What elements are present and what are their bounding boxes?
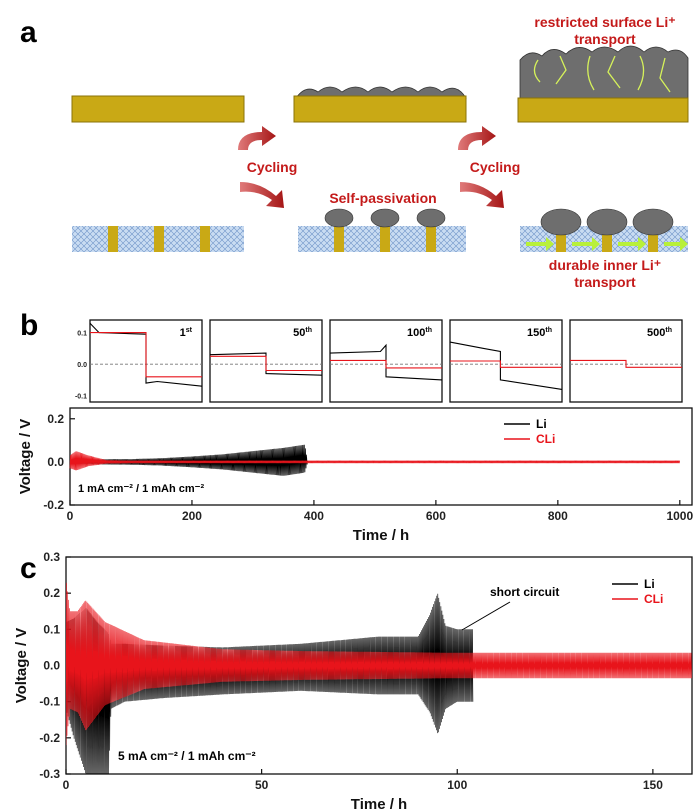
panel-b-xlabel: Time / h (353, 527, 409, 544)
plate-mossy (293, 86, 467, 123)
panel-c-ytick-label: 0.1 (43, 622, 60, 636)
panel-c-xtick-label: 150 (643, 778, 663, 792)
panel-c-xtick-label: 100 (447, 778, 467, 792)
inset-li-trace (449, 341, 563, 390)
panel-b-condition: 1 mA cm⁻² / 1 mAh cm⁻² (78, 483, 204, 495)
panel-b-series-cli (69, 451, 681, 471)
label-self-passivation: Self-passivation (329, 190, 436, 206)
panel-c-ylabel: Voltage / V (13, 628, 30, 704)
arrow-cycling-down-1 (240, 182, 284, 208)
inset-li-trace (329, 343, 443, 381)
plate-thick-deposit (517, 45, 689, 123)
panel-c-plot-area (66, 582, 692, 774)
inset-cli-trace (450, 360, 562, 368)
panel-b-ytick-label: 0.0 (47, 455, 64, 469)
panel-b-xtick-label: 1000 (666, 509, 693, 523)
inset-cli-trace (210, 355, 322, 372)
framework-durable (520, 208, 688, 252)
panel-c-ytick-label: -0.3 (39, 767, 60, 781)
inset-2: 50th (209, 319, 323, 403)
panel-b-xtick-label: 0 (67, 509, 74, 523)
panel-b-xtick-label: 400 (304, 509, 324, 523)
label-restricted-surface: restricted surface Li⁺ (534, 14, 675, 30)
framework-pristine (72, 226, 244, 252)
label-durable-inner: durable inner Li⁺ (549, 257, 661, 273)
inset-5: 500th (569, 319, 683, 403)
inset-4: 150th (449, 319, 563, 403)
panel-b-letter: b (20, 309, 38, 342)
arrow-cycling-down-2 (460, 182, 504, 208)
inset-ytick-label: 0.0 (77, 362, 87, 369)
label-durable-inner-2: transport (574, 274, 636, 290)
panel-c-legend-label: Li (644, 577, 655, 591)
arrow-cycling-up-1 (238, 126, 276, 150)
framework-passivated (298, 208, 466, 252)
short-circuit-annotation: short circuit (490, 585, 559, 599)
panel-a-letter: a (20, 16, 37, 49)
panel-c-xtick-label: 0 (63, 778, 70, 792)
inset-cli-trace (90, 332, 202, 378)
panel-b-xtick-label: 600 (426, 509, 446, 523)
panel-c-condition: 5 mA cm⁻² / 1 mAh cm⁻² (118, 749, 256, 763)
panel-c-xlabel: Time / h (351, 796, 407, 811)
panel-b-xtick-label: 800 (548, 509, 568, 523)
label-restricted-surface-2: transport (574, 31, 636, 47)
panel-c-legend-label: CLi (644, 592, 663, 606)
panel-c-ytick-label: 0.3 (43, 550, 60, 564)
panel-c-ytick-label: 0.0 (43, 659, 60, 673)
label-cycling-2: Cycling (470, 159, 521, 175)
panel-b-ytick-label: 0.2 (47, 412, 64, 426)
label-cycling-1: Cycling (247, 159, 298, 175)
inset-cli-trace (570, 359, 682, 368)
inset-3: 100th (329, 319, 443, 403)
inset-ytick-label: -0.1 (75, 394, 87, 401)
plate-pristine (71, 95, 245, 123)
panel-b-legend-label: CLi (536, 432, 555, 446)
inset-ytick-label: 0.1 (77, 331, 87, 338)
panel-c-ytick-label: -0.1 (39, 695, 60, 709)
panel-c-xtick-label: 50 (255, 778, 269, 792)
panel-c: c 0 50 100 150 -0.3 -0.2 -0.1 0.0 0.1 0.2 0.3Time … (13, 550, 693, 811)
panel-c-ytick-label: -0.2 (39, 731, 60, 745)
panel-b-ylabel: Voltage / V (17, 419, 34, 495)
panel-b-plot-frame (69, 407, 693, 506)
arrow-cycling-up-2 (458, 126, 496, 150)
panel-b-xtick-label: 200 (182, 509, 202, 523)
panel-b-ytick-label: -0.2 (43, 498, 64, 512)
panel-c-ytick-label: 0.2 (43, 586, 60, 600)
panel-a: a restricted surface Li⁺ transport (20, 14, 689, 290)
inset-cli-trace (330, 359, 442, 369)
panel-c-series-cli (66, 582, 692, 746)
short-circuit-pointer (461, 601, 511, 631)
panel-b-legend-label: Li (536, 417, 547, 431)
panel-c-letter: c (20, 552, 37, 585)
